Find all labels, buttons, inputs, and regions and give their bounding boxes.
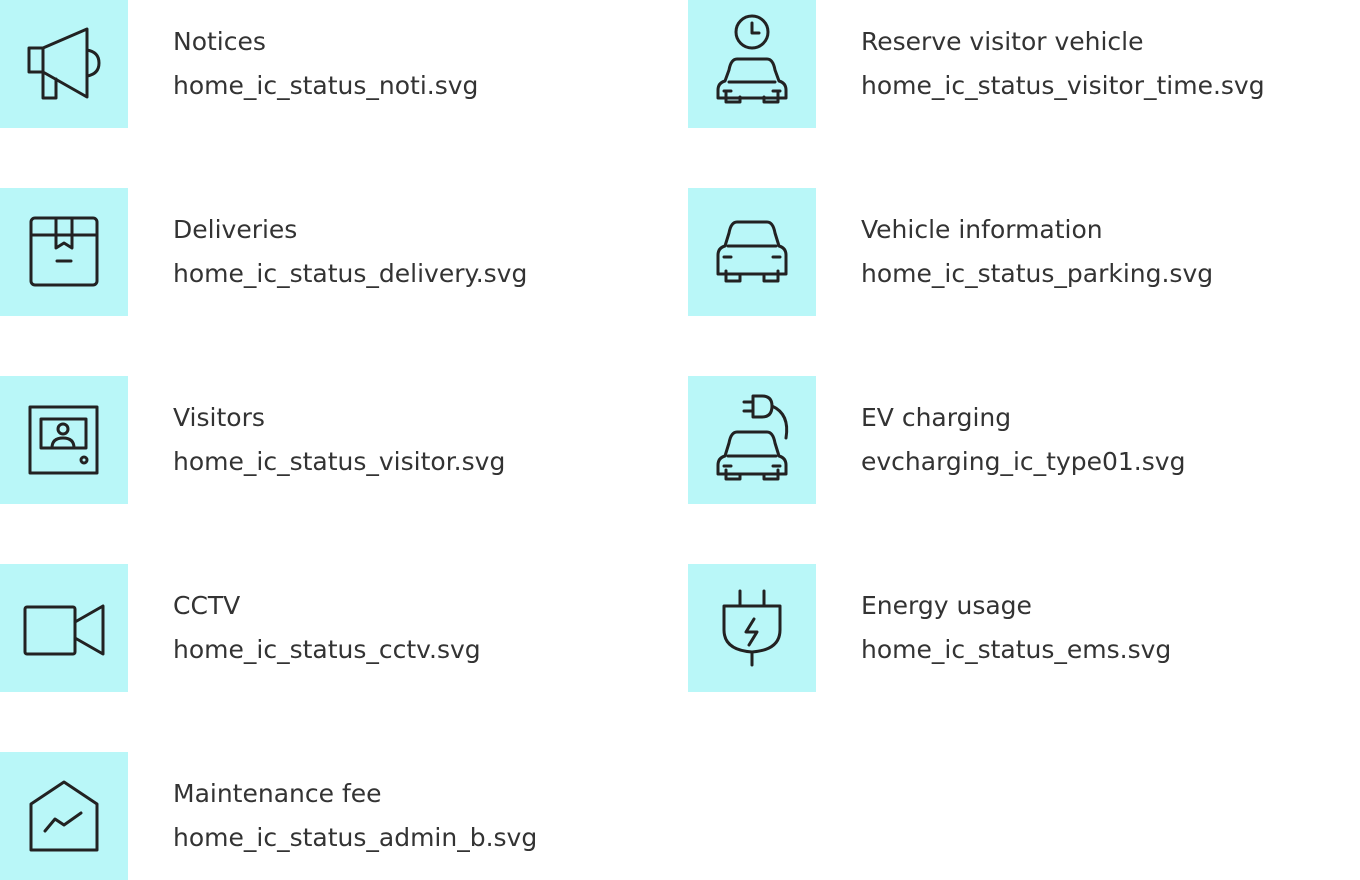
item-label: Deliveries <box>173 215 298 244</box>
item-filename: home_ic_status_cctv.svg <box>173 635 481 664</box>
car-icon <box>688 188 816 316</box>
item-label: Notices <box>173 27 266 56</box>
item-label: Maintenance fee <box>173 779 382 808</box>
video-camera-icon <box>0 564 128 692</box>
item-filename: home_ic_status_parking.svg <box>861 259 1214 288</box>
energy-plug-icon <box>688 564 816 692</box>
item-filename: home_ic_status_visitor_time.svg <box>861 71 1265 100</box>
house-chart-icon <box>0 752 128 880</box>
item-filename: home_ic_status_visitor.svg <box>173 447 506 476</box>
item-label: Vehicle information <box>861 215 1103 244</box>
item-filename: home_ic_status_noti.svg <box>173 71 479 100</box>
item-filename: home_ic_status_delivery.svg <box>173 259 528 288</box>
item-label: CCTV <box>173 591 241 620</box>
item-filename: evcharging_ic_type01.svg <box>861 447 1186 476</box>
item-label: EV charging <box>861 403 1012 432</box>
item-label: Visitors <box>173 403 265 432</box>
car-clock-icon <box>688 0 816 128</box>
item-filename: home_ic_status_ems.svg <box>861 635 1172 664</box>
megaphone-icon <box>0 0 128 128</box>
item-label: Energy usage <box>861 591 1032 620</box>
video-intercom-icon <box>0 376 128 504</box>
item-filename: home_ic_status_admin_b.svg <box>173 823 538 852</box>
package-icon <box>0 188 128 316</box>
ev-charging-car-icon <box>688 376 816 504</box>
item-label: Reserve visitor vehicle <box>861 27 1144 56</box>
